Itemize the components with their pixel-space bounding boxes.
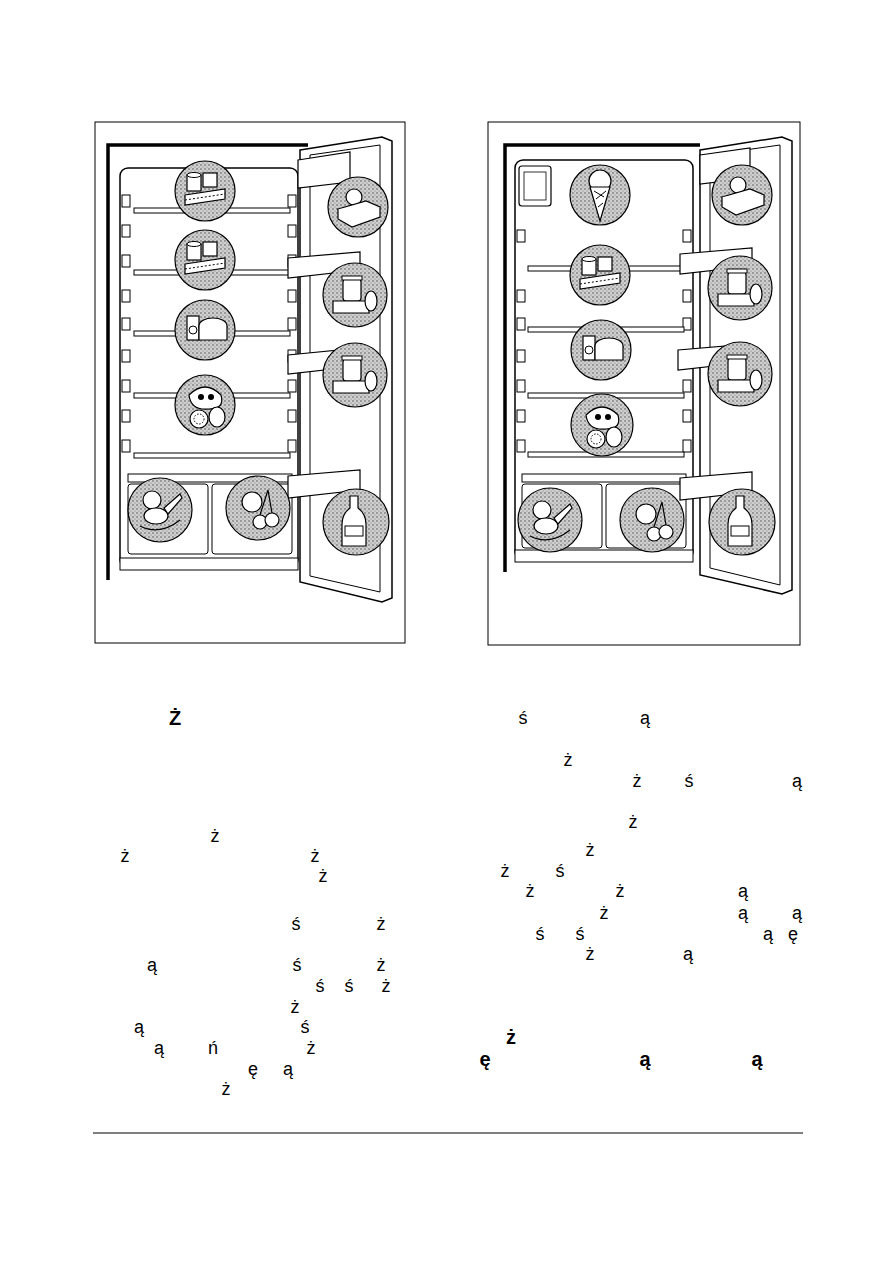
text-fragment: ś xyxy=(519,707,528,729)
text-fragment: ń xyxy=(208,1037,218,1059)
text-fragment: ą xyxy=(738,880,748,902)
text-fragment: ą xyxy=(792,902,802,924)
text-fragment: ą xyxy=(763,923,773,945)
text-fragment: ę xyxy=(479,1048,490,1070)
text-fragment: ą xyxy=(147,954,157,976)
text-fragment: ż xyxy=(382,975,391,997)
text-fragment: ą xyxy=(640,707,650,729)
text-fragment: ą xyxy=(134,1016,144,1038)
text-fragment: ą xyxy=(683,943,693,965)
text-fragment: ż xyxy=(311,845,320,867)
text-fragment: ż xyxy=(121,845,130,867)
text-fragment: ż xyxy=(506,1026,516,1048)
text-fragment: ż xyxy=(291,996,300,1018)
text-fragment: ż xyxy=(377,954,386,976)
text-fragment: ż xyxy=(319,865,328,887)
text-fragment: ż xyxy=(586,943,595,965)
text-fragment: ż xyxy=(222,1078,231,1100)
text-fragment: ą xyxy=(792,770,802,792)
text-fragment: ą xyxy=(751,1048,762,1070)
text-fragment: ż xyxy=(526,880,535,902)
text-fragment: ż xyxy=(586,839,595,861)
text-fragment: ś xyxy=(301,1016,310,1038)
text-fragment: ż xyxy=(377,913,386,935)
text-fragment: ę xyxy=(788,923,798,945)
text-fragment: ż xyxy=(564,749,573,771)
text-fragment: ż xyxy=(211,825,220,847)
text-fragment: ą xyxy=(154,1037,164,1059)
text-fragment: ś xyxy=(556,860,565,882)
text-fragment: ż xyxy=(501,860,510,882)
text-fragment: Ż xyxy=(169,707,181,729)
text-fragment: ś xyxy=(316,975,325,997)
text-fragment: ś xyxy=(293,954,302,976)
text-fragment: ę xyxy=(248,1058,258,1080)
text-fragment: ż xyxy=(629,811,638,833)
text-fragment: ś xyxy=(345,975,354,997)
text-fragment: ś xyxy=(685,770,694,792)
text-fragment: ś xyxy=(536,923,545,945)
text-fragment: ą xyxy=(639,1048,650,1070)
text-fragment: ż xyxy=(307,1037,316,1059)
text-fragment: ż xyxy=(633,770,642,792)
text-fragment: ż xyxy=(616,880,625,902)
text-fragment: ż xyxy=(600,902,609,924)
text-fragment: ą xyxy=(283,1058,293,1080)
text-fragment: ś xyxy=(576,923,585,945)
text-fragment: ś xyxy=(292,913,301,935)
text-fragment: ą xyxy=(738,902,748,924)
